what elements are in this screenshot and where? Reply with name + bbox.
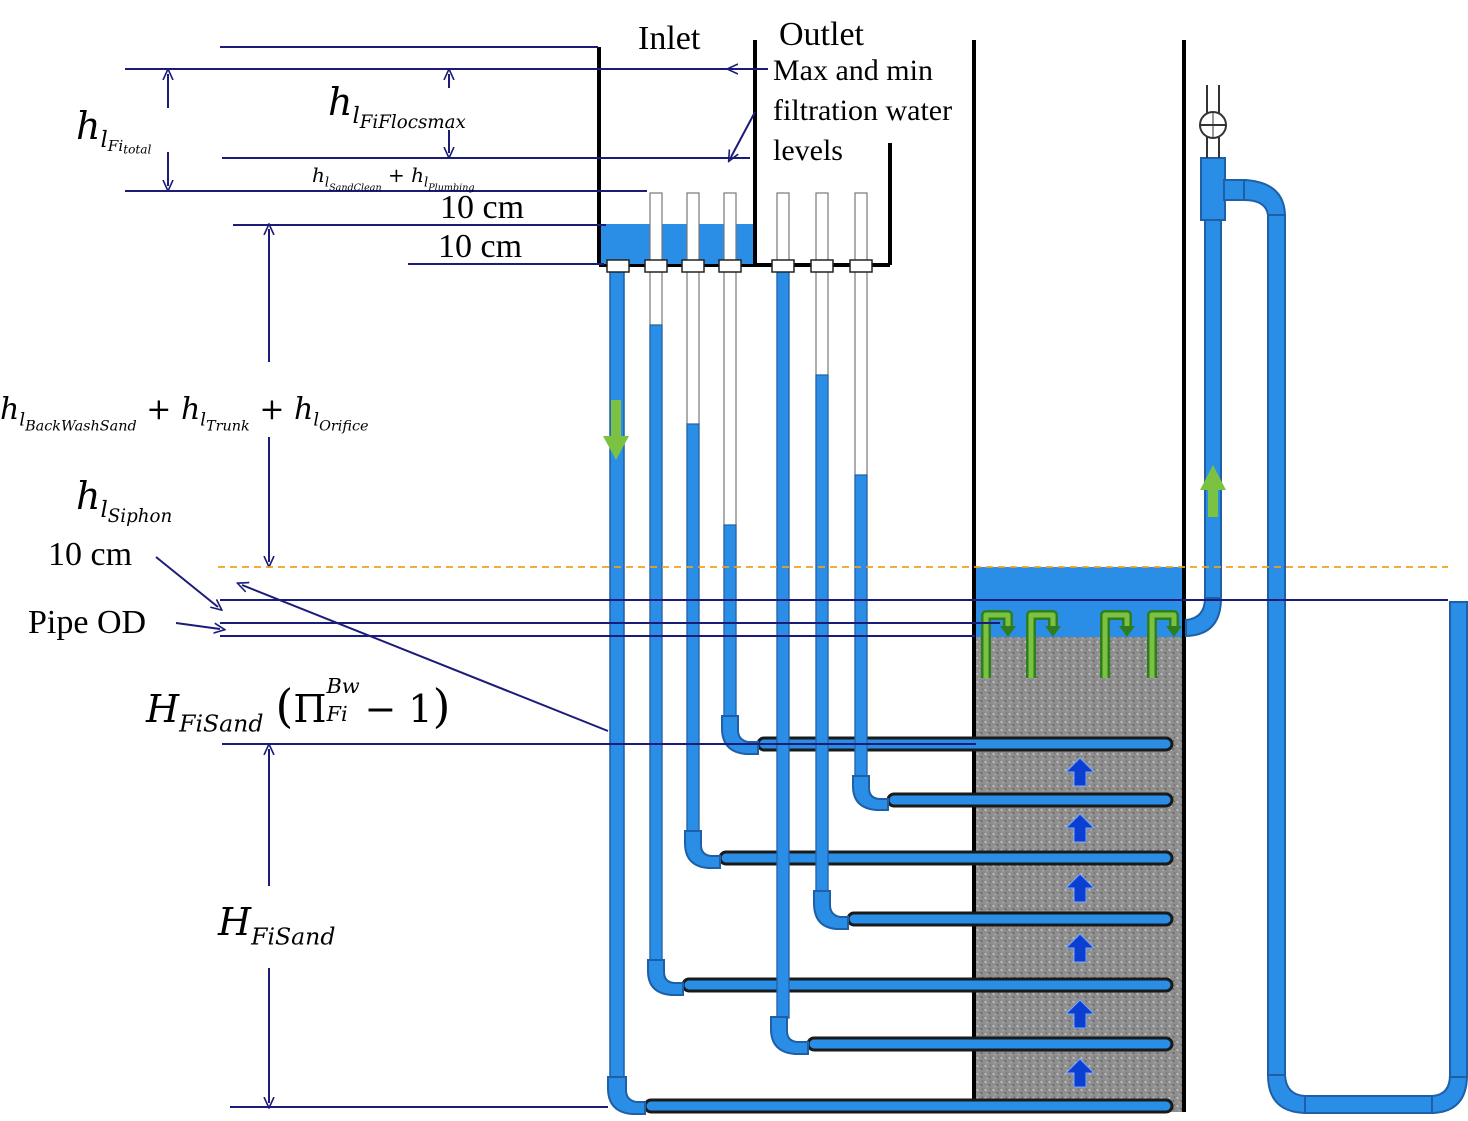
valve-icon: [1199, 85, 1227, 158]
blue-up-arrow-icon: [1064, 757, 1096, 1088]
green-up-arrow-icon: [1200, 465, 1226, 517]
green-j-hooks: [981, 610, 1182, 678]
max-min-line3: levels: [773, 134, 843, 167]
hl-sandclean-plumbing-label: hlSandClean + hlPlumbing: [312, 163, 475, 194]
h-fisand-label: HFiSand: [218, 900, 336, 951]
green-down-arrow-icon: [603, 400, 629, 460]
pipe-od-label: Pipe OD: [28, 604, 147, 641]
inlet-label: Inlet: [638, 20, 701, 57]
max-min-line1: Max and min: [773, 54, 933, 87]
pipe-couplings: [606, 259, 873, 273]
sand-bed: [975, 567, 1183, 1112]
hl-fi-total-label: hlFitotal: [76, 104, 152, 157]
outlet-label: Outlet: [779, 16, 864, 53]
dimension-lines: [125, 46, 1448, 1107]
ten-cm-siphon-label: 10 cm: [48, 536, 133, 573]
hl-siphon-label: hlSiphon: [76, 474, 173, 527]
hl-backwash-trunk-orifice-label: hlBackWashSand + hlTrunk + hlOrifice: [0, 392, 369, 435]
ten-cm-upper-label: 10 cm: [440, 189, 525, 226]
max-min-line2: filtration water: [773, 94, 953, 127]
pipe-elbows: [607, 715, 889, 1115]
ten-cm-lower-label: 10 cm: [438, 228, 523, 265]
siphon-pipe: [1185, 157, 1468, 1115]
hl-fi-flocs-max-label: hlFiFlocsmax: [328, 80, 466, 133]
